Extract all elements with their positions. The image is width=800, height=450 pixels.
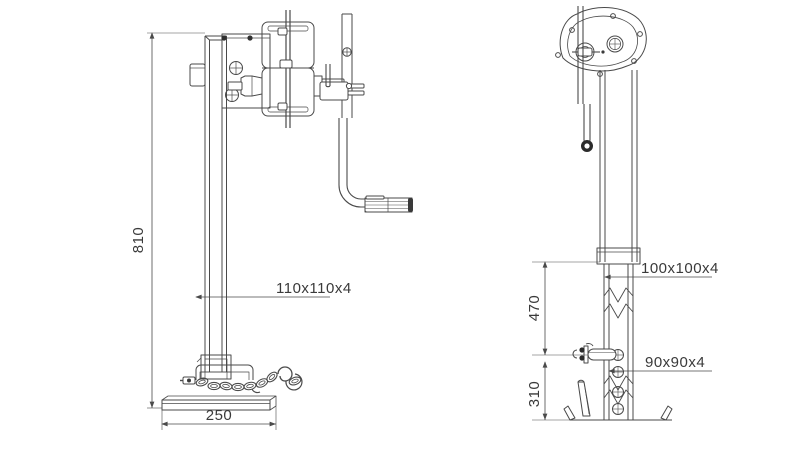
side-inner-tube [603, 264, 634, 420]
mounting-lug [189, 63, 206, 87]
dimension-label-310: 310 [526, 381, 543, 408]
dimension-label-810: 810 [130, 227, 147, 254]
safety-chain [180, 366, 303, 394]
profile-label-90x90x4: 90x90x4 [645, 354, 705, 371]
base-plate [161, 395, 277, 411]
front-view [161, 10, 413, 411]
chain-bracket [195, 364, 254, 380]
crank-shaft-column [341, 13, 353, 118]
profile-label-110x110x4: 110x110x4 [276, 280, 352, 297]
dimension-height-810 [147, 32, 205, 409]
dimension-width-250 [161, 406, 277, 430]
gearbox-cover-oval [555, 6, 647, 104]
dimension-travel-470 [532, 261, 600, 356]
break-line [603, 287, 634, 319]
adjustment-hole [612, 386, 624, 398]
side-foot [563, 379, 673, 421]
adjustment-hole [612, 403, 624, 415]
side-crank-arm [581, 104, 593, 152]
side-view [555, 6, 673, 421]
dimension-travel-310 [532, 361, 570, 421]
dimension-label-250: 250 [206, 407, 233, 424]
locking-pin [572, 343, 617, 364]
adjustment-hole [612, 366, 624, 378]
profile-label-100x100x4: 100x100x4 [641, 260, 719, 277]
dimension-label-470: 470 [526, 295, 543, 322]
crank-handle [338, 118, 413, 213]
clevis-pin-detail [319, 64, 365, 101]
side-outer-tube [596, 70, 641, 265]
